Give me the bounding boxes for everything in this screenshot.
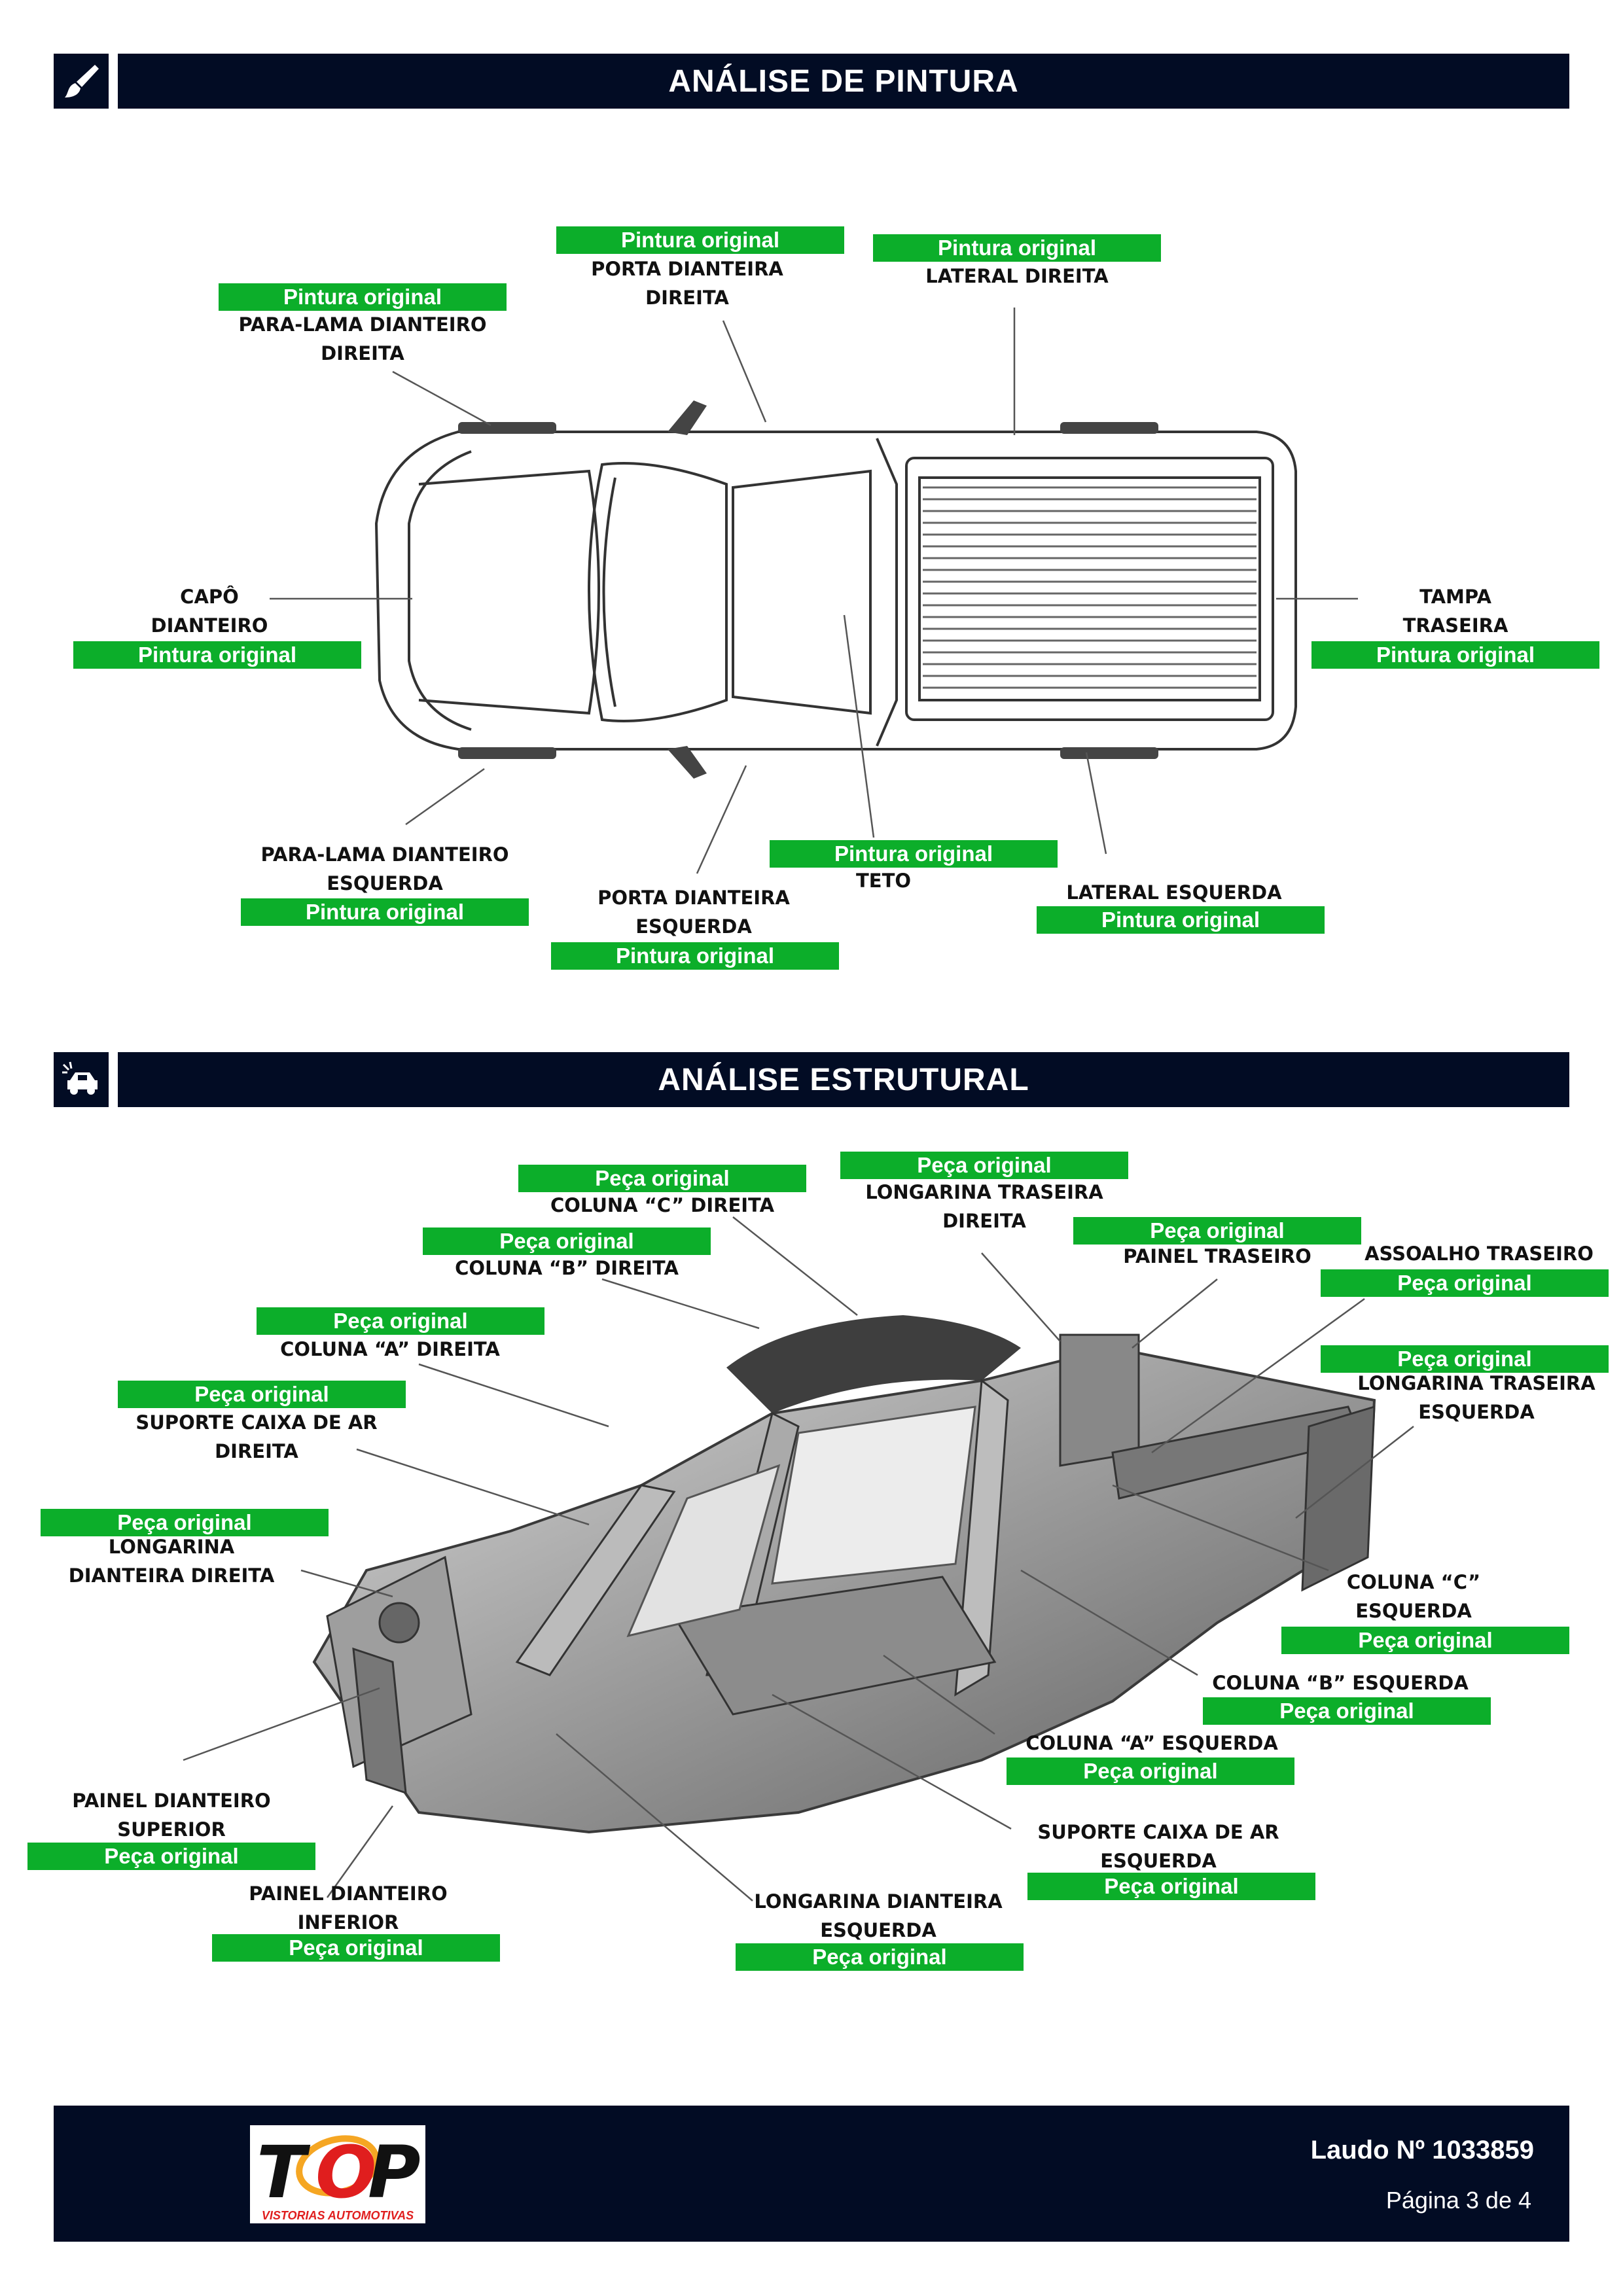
- paint-status-lateral-direita: Pintura original: [873, 234, 1161, 262]
- svg-text:O: O: [315, 2130, 377, 2214]
- struct-label-painel-traseiro: PAINEL TRASEIRO: [1123, 1245, 1311, 1267]
- struct-status-painel-traseiro: Peça original: [1073, 1217, 1361, 1245]
- paint-status-para-lama-dianteiro-direita: Pintura original: [219, 283, 507, 311]
- struct-status-longarina-traseira-esquerda: Peça original: [1321, 1345, 1609, 1373]
- paint-status-lateral-esquerda: Pintura original: [1037, 906, 1325, 934]
- struct-status-coluna-b-direita: Peça original: [423, 1227, 711, 1255]
- struct-status-suporte-caixa-de-ar-esquerda: Peça original: [1027, 1873, 1315, 1900]
- paint-status-tampa-traseira: Pintura original: [1311, 641, 1599, 669]
- paint-label-teto: TETO: [855, 870, 912, 892]
- paint-label-tampa-traseira: TAMPA TRASEIRA: [1402, 586, 1508, 637]
- footer-bar: T O P VISTORIAS AUTOMOTIVAS Laudo Nº 103…: [54, 2106, 1569, 2242]
- struct-status-coluna-c-direita: Peça original: [518, 1165, 806, 1192]
- paint-status-capo-dianteiro: Pintura original: [73, 641, 361, 669]
- struct-label-painel-dianteiro-superior: PAINEL DIANTEIRO SUPERIOR: [72, 1790, 271, 1841]
- struct-label-longarina-dianteira-esquerda: LONGARINA DIANTEIRA ESQUERDA: [754, 1890, 1003, 1941]
- struct-label-coluna-c-esquerda: COLUNA “C” ESQUERDA: [1346, 1571, 1481, 1622]
- struct-status-longarina-traseira-direita: Peça original: [840, 1152, 1128, 1179]
- struct-status-painel-dianteiro-inferior: Peça original: [212, 1934, 500, 1962]
- struct-label-coluna-a-esquerda: COLUNA “A” ESQUERDA: [1026, 1732, 1278, 1754]
- struct-status-assoalho-traseiro: Peça original: [1321, 1269, 1609, 1297]
- struct-label-coluna-a-direita: COLUNA “A” DIREITA: [280, 1338, 500, 1360]
- paintbrush-icon: [65, 65, 99, 97]
- struct-label-coluna-b-direita: COLUNA “B” DIREITA: [455, 1257, 679, 1279]
- paint-label-lateral-direita: LATERAL DIREITA: [925, 265, 1109, 287]
- struct-status-painel-dianteiro-superior: Peça original: [27, 1843, 315, 1870]
- paint-label-lateral-esquerda: LATERAL ESQUERDA: [1066, 881, 1282, 904]
- struct-label-suporte-caixa-de-ar-direita: SUPORTE CAIXA DE AR DIREITA: [135, 1411, 378, 1462]
- paint-status-para-lama-dianteiro-esquerda: Pintura original: [241, 898, 529, 926]
- top-logo-graphic: T O P VISTORIAS AUTOMOTIVAS: [250, 2130, 425, 2223]
- svg-text:T: T: [257, 2130, 311, 2214]
- struct-status-coluna-a-direita: Peça original: [257, 1307, 544, 1335]
- struct-label-longarina-traseira-esquerda: LONGARINA TRASEIRA ESQUERDA: [1357, 1372, 1596, 1423]
- struct-label-painel-dianteiro-inferior: PAINEL DIANTEIRO INFERIOR: [249, 1882, 448, 1934]
- company-logo: T O P VISTORIAS AUTOMOTIVAS: [250, 2125, 425, 2223]
- structure-section-title: ANÁLISE ESTRUTURAL: [118, 1052, 1569, 1107]
- struct-status-suporte-caixa-de-ar-direita: Peça original: [118, 1381, 406, 1408]
- struct-label-coluna-c-direita: COLUNA “C” DIREITA: [550, 1194, 775, 1216]
- report-number: Laudo Nº 1033859: [1310, 2136, 1534, 2164]
- struct-status-coluna-b-esquerda: Peça original: [1203, 1697, 1491, 1725]
- structure-section-icon-box: [54, 1052, 109, 1107]
- paint-label-para-lama-dianteiro-direita: PARA-LAMA DIANTEIRO DIREITA: [238, 313, 487, 364]
- paint-label-para-lama-dianteiro-esquerda: PARA-LAMA DIANTEIRO ESQUERDA: [260, 843, 509, 894]
- struct-label-coluna-b-esquerda: COLUNA “B” ESQUERDA: [1212, 1672, 1469, 1694]
- paint-section-icon-box: [54, 54, 109, 109]
- struct-label-longarina-dianteira-direita: LONGARINA DIANTEIRA DIREITA: [68, 1536, 275, 1587]
- paint-section-title: ANÁLISE DE PINTURA: [118, 54, 1569, 109]
- paint-label-porta-dianteira-direita: PORTA DIANTEIRA DIREITA: [591, 258, 783, 309]
- car-crash-icon: [62, 1061, 98, 1095]
- paint-status-porta-dianteira-esquerda: Pintura original: [551, 942, 839, 970]
- paint-label-capo-dianteiro: CAPÔ DIANTEIRO: [151, 586, 268, 637]
- paint-status-porta-dianteira-direita: Pintura original: [556, 226, 844, 254]
- paint-status-teto: Pintura original: [770, 840, 1058, 868]
- struct-status-longarina-dianteira-esquerda: Peça original: [736, 1943, 1024, 1971]
- paint-label-porta-dianteira-esquerda: PORTA DIANTEIRA ESQUERDA: [597, 887, 790, 938]
- car-body-structure-diagram: [183, 1216, 1414, 1901]
- struct-status-coluna-a-esquerda: Peça original: [1007, 1757, 1294, 1785]
- svg-text:VISTORIAS AUTOMOTIVAS: VISTORIAS AUTOMOTIVAS: [262, 2209, 414, 2222]
- struct-label-longarina-traseira-direita: LONGARINA TRASEIRA DIREITA: [865, 1181, 1103, 1232]
- svg-text:P: P: [368, 2130, 421, 2214]
- struct-label-assoalho-traseiro: ASSOALHO TRASEIRO: [1364, 1243, 1594, 1265]
- struct-status-coluna-c-esquerda: Peça original: [1281, 1627, 1569, 1654]
- struct-status-longarina-dianteira-direita: Peça original: [41, 1509, 329, 1536]
- car-top-view-diagram: [270, 308, 1358, 874]
- page-number: Página 3 de 4: [1385, 2187, 1531, 2214]
- struct-label-suporte-caixa-de-ar-esquerda: SUPORTE CAIXA DE AR ESQUERDA: [1037, 1821, 1279, 1872]
